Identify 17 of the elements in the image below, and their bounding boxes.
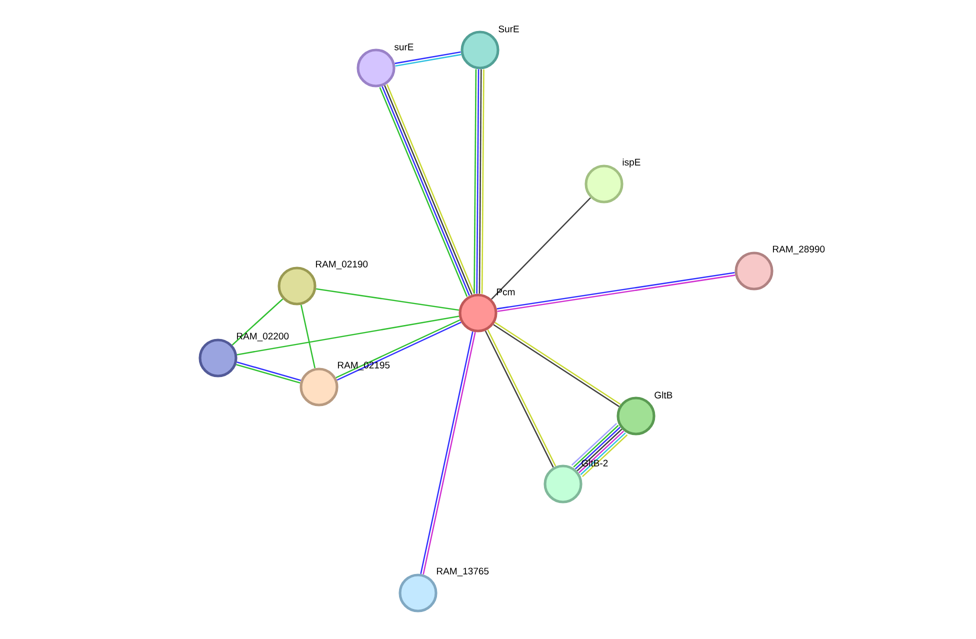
node-label: RAM_13765 (437, 568, 489, 576)
interaction-line (395, 54, 462, 67)
node-label: RAM_28990 (773, 246, 825, 254)
node-label: GltB (654, 392, 672, 398)
interaction-line (474, 69, 477, 294)
interaction-line (316, 288, 460, 311)
interaction-line (476, 69, 480, 294)
node-label: SurE (498, 26, 519, 32)
interaction-line (481, 69, 484, 294)
node-label: ispE (622, 158, 640, 168)
interaction-line (236, 316, 460, 356)
interaction-line (394, 51, 461, 64)
interaction-line (300, 304, 316, 368)
interaction-line (491, 197, 591, 300)
node-label: RAM_02190 (316, 260, 368, 270)
node-label: surE (394, 44, 414, 50)
interaction-line (478, 69, 482, 294)
